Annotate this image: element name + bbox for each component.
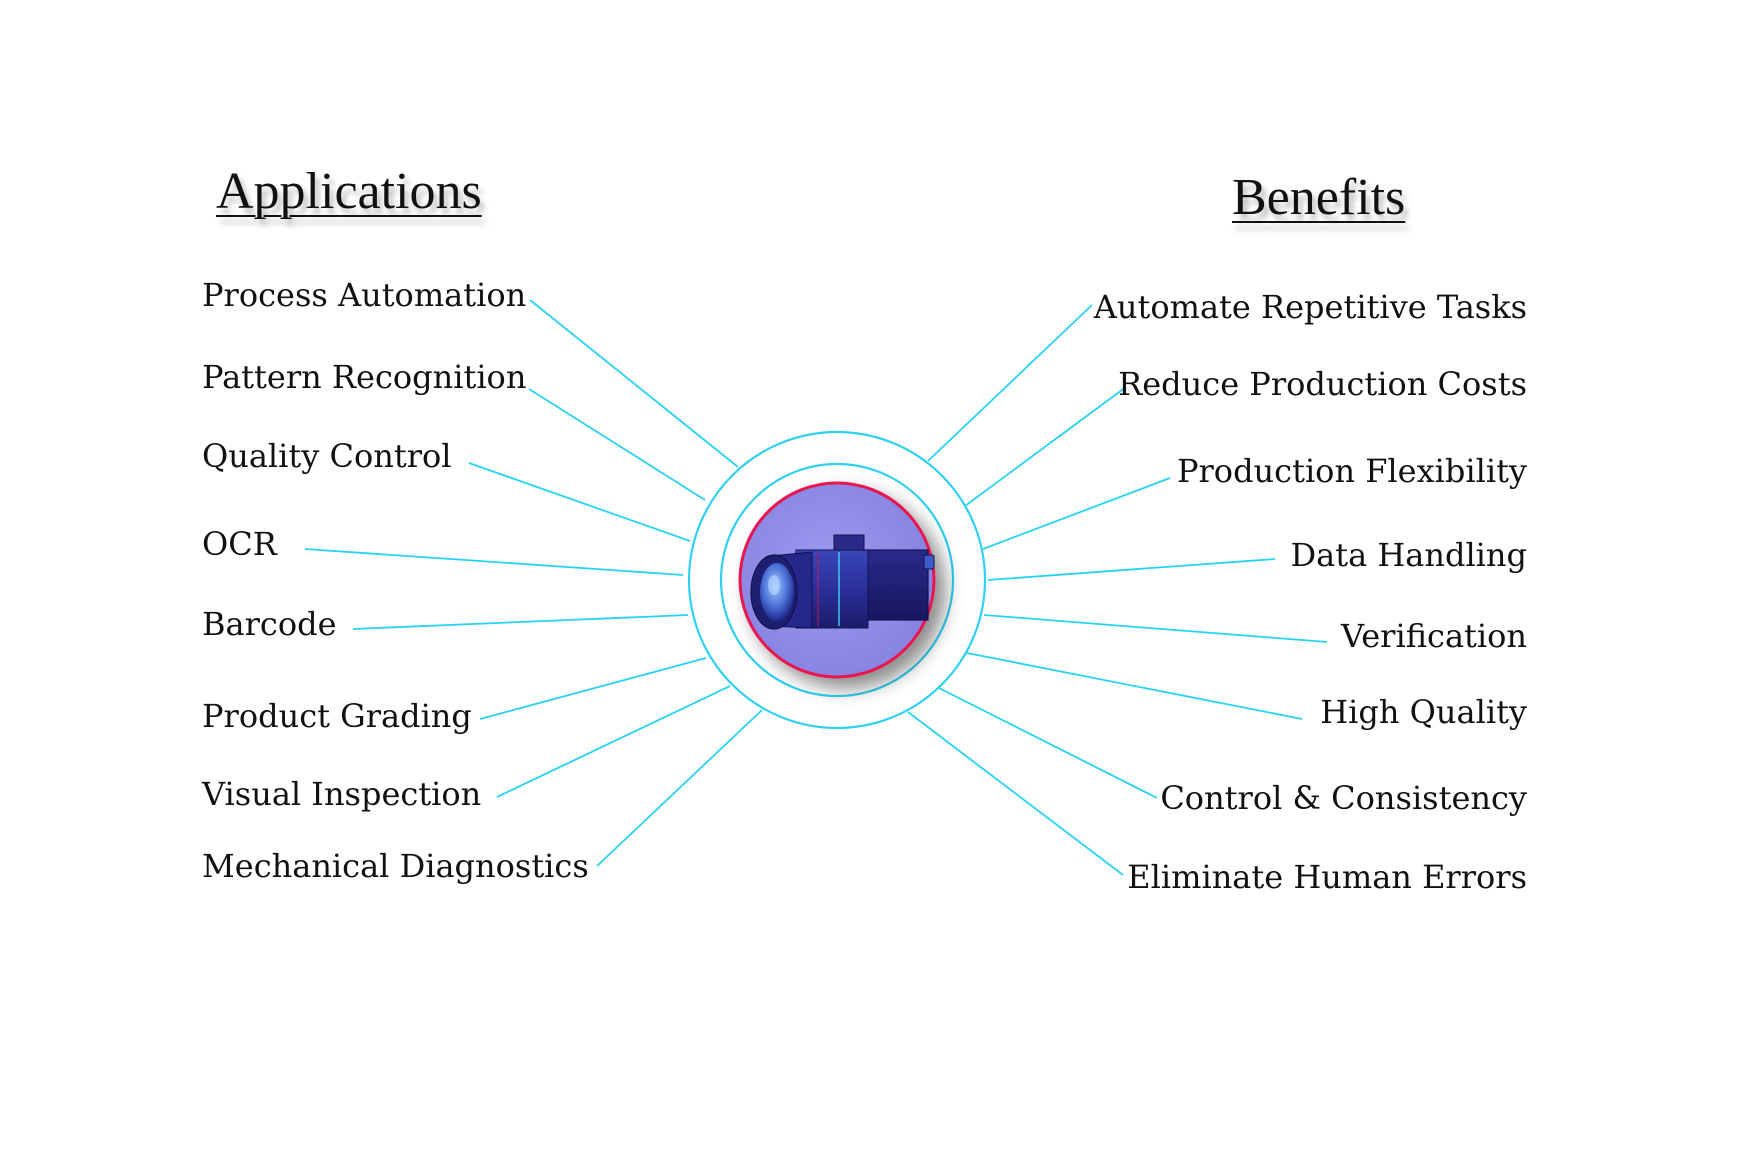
application-connector bbox=[528, 388, 706, 501]
benefit-connector bbox=[966, 652, 1303, 720]
application-label: Pattern Recognition bbox=[202, 358, 527, 396]
benefit-label: Data Handling bbox=[1290, 536, 1527, 574]
application-connector bbox=[479, 657, 707, 720]
benefit-label: Control & Consistency bbox=[1160, 779, 1527, 817]
benefit-label: Verification bbox=[1341, 617, 1527, 655]
application-label: Visual Inspection bbox=[202, 775, 482, 813]
applications-heading: Applications bbox=[216, 163, 482, 220]
inner-ring bbox=[719, 462, 955, 698]
benefit-connector bbox=[982, 477, 1171, 550]
application-connector bbox=[304, 548, 684, 576]
application-connector bbox=[529, 299, 739, 468]
application-label: Barcode bbox=[202, 605, 337, 643]
application-label: OCR bbox=[202, 525, 277, 563]
benefit-label: Reduce Production Costs bbox=[1118, 365, 1527, 403]
application-connector bbox=[496, 685, 731, 798]
benefit-connector bbox=[964, 386, 1127, 507]
benefit-label: Automate Repetitive Tasks bbox=[1093, 288, 1527, 326]
benefits-heading: Benefits bbox=[1232, 169, 1406, 226]
machine-vision-camera-icon bbox=[750, 534, 935, 630]
benefit-label: Eliminate Human Errors bbox=[1127, 858, 1527, 896]
application-connector bbox=[468, 462, 691, 542]
application-label: Quality Control bbox=[202, 437, 452, 475]
benefit-connector bbox=[938, 687, 1158, 799]
benefit-connector bbox=[927, 304, 1093, 462]
application-connector bbox=[596, 709, 763, 867]
connector-lines bbox=[304, 299, 1328, 876]
benefit-connector bbox=[983, 614, 1328, 643]
outer-ring bbox=[687, 430, 987, 730]
benefit-connector bbox=[987, 558, 1276, 581]
application-label: Product Grading bbox=[202, 697, 472, 735]
application-label: Mechanical Diagnostics bbox=[202, 847, 589, 885]
application-label: Process Automation bbox=[202, 276, 527, 314]
benefit-label: High Quality bbox=[1320, 693, 1527, 731]
benefit-label: Production Flexibility bbox=[1176, 452, 1527, 490]
benefit-connector bbox=[907, 711, 1124, 876]
application-connector bbox=[352, 614, 689, 630]
